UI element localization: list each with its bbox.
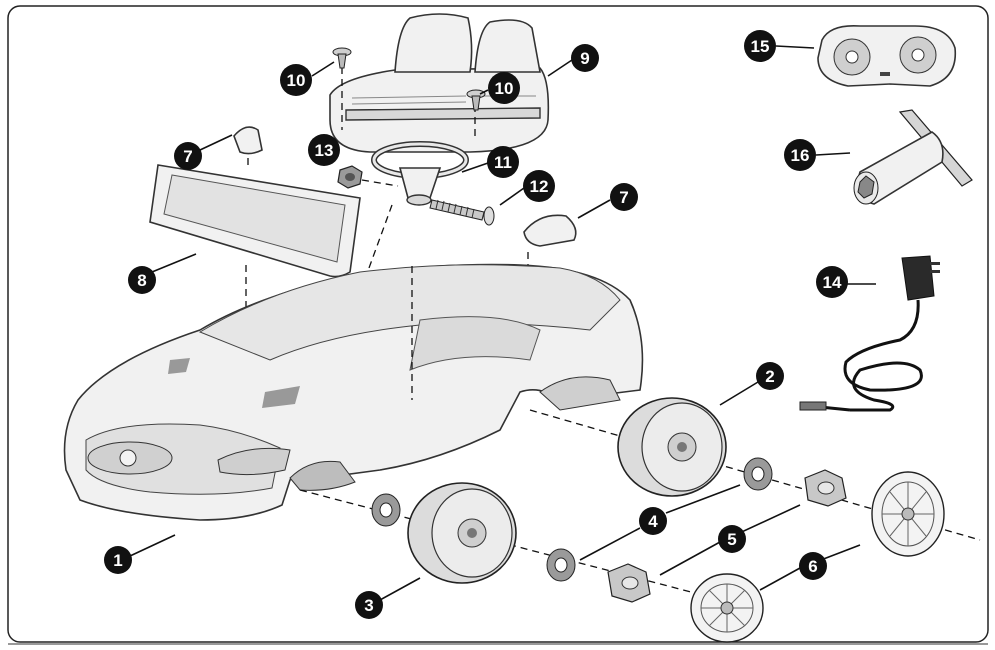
callout-15-label: 15 (751, 37, 770, 56)
hubcap-rear (871, 471, 945, 557)
leader-10b (479, 89, 489, 95)
leader-5b (659, 541, 721, 576)
callout-1-label: 1 (113, 551, 122, 570)
callout-8: 8 (128, 266, 156, 294)
steering-wheel-part (371, 141, 469, 206)
front-axle-guide (299, 489, 761, 611)
callout-5: 5 (718, 525, 746, 553)
callout-6-label: 6 (808, 557, 817, 576)
wheel-nut-rear (804, 469, 847, 507)
leader-9 (547, 59, 573, 77)
callout-4-label: 4 (648, 512, 658, 531)
callout-9-label: 9 (580, 49, 589, 68)
leader-7b (577, 199, 611, 219)
callout-14-label: 14 (823, 273, 842, 292)
seat-screw-left (332, 47, 352, 69)
car-body-part (63, 263, 644, 521)
callout-2: 2 (756, 362, 784, 390)
leader-2 (719, 381, 759, 406)
callout-7b: 7 (610, 183, 638, 211)
nut-guide (361, 179, 399, 187)
washer-mid (546, 548, 576, 582)
washer-front (371, 493, 401, 527)
callout-16-label: 16 (791, 146, 810, 165)
callout-10a-label: 10 (287, 71, 306, 90)
callout-7a-label: 7 (183, 147, 192, 166)
seat-screw-right (466, 89, 486, 111)
mirror-right-part (523, 214, 577, 247)
hubcap-front (690, 573, 764, 643)
leader-3 (379, 577, 421, 601)
callout-12-label: 12 (530, 177, 549, 196)
callout-3-label: 3 (364, 596, 373, 615)
charger-part (799, 255, 940, 412)
leader-10a (311, 61, 335, 77)
callout-10a: 10 (280, 64, 312, 96)
wheel-nut-front (607, 563, 651, 603)
leader-16 (815, 152, 851, 156)
leader-15 (775, 45, 815, 49)
leader-4b (579, 527, 641, 561)
leader-4a (665, 484, 741, 514)
socket-wrench-part (853, 109, 973, 205)
callout-11-label: 11 (494, 153, 512, 172)
callout-4: 4 (639, 507, 667, 535)
callout-2-label: 2 (765, 367, 774, 386)
leader-7a (199, 134, 233, 151)
callout-8-label: 8 (137, 271, 146, 290)
washer-rear (743, 457, 773, 491)
callout-9: 9 (571, 44, 599, 72)
callout-7b-label: 7 (619, 188, 628, 207)
callout-10b: 10 (488, 72, 520, 104)
remote-control-part (817, 24, 957, 87)
leader-11 (461, 162, 489, 173)
callout-12: 12 (523, 170, 555, 202)
front-wheel-part (407, 482, 517, 584)
callout-6: 6 (799, 552, 827, 580)
leader-12 (499, 187, 525, 206)
long-bolt-part (429, 199, 495, 226)
callout-16: 16 (784, 139, 816, 171)
callout-11: 11 (487, 146, 519, 178)
callout-15: 15 (744, 30, 776, 62)
callout-1: 1 (104, 546, 132, 574)
callout-7a: 7 (174, 142, 202, 170)
rear-wheel-part (617, 397, 727, 497)
callout-13: 13 (308, 134, 340, 166)
callout-13-label: 13 (315, 141, 334, 160)
callout-5-label: 5 (727, 530, 736, 549)
callout-14: 14 (816, 266, 848, 298)
mirror-left-part (233, 126, 263, 170)
callout-3: 3 (355, 591, 383, 619)
leader-1 (129, 534, 176, 557)
leader-6b (759, 567, 801, 591)
leader-8 (151, 253, 197, 273)
hex-nut-part (337, 165, 363, 189)
callout-10b-label: 10 (495, 79, 514, 98)
